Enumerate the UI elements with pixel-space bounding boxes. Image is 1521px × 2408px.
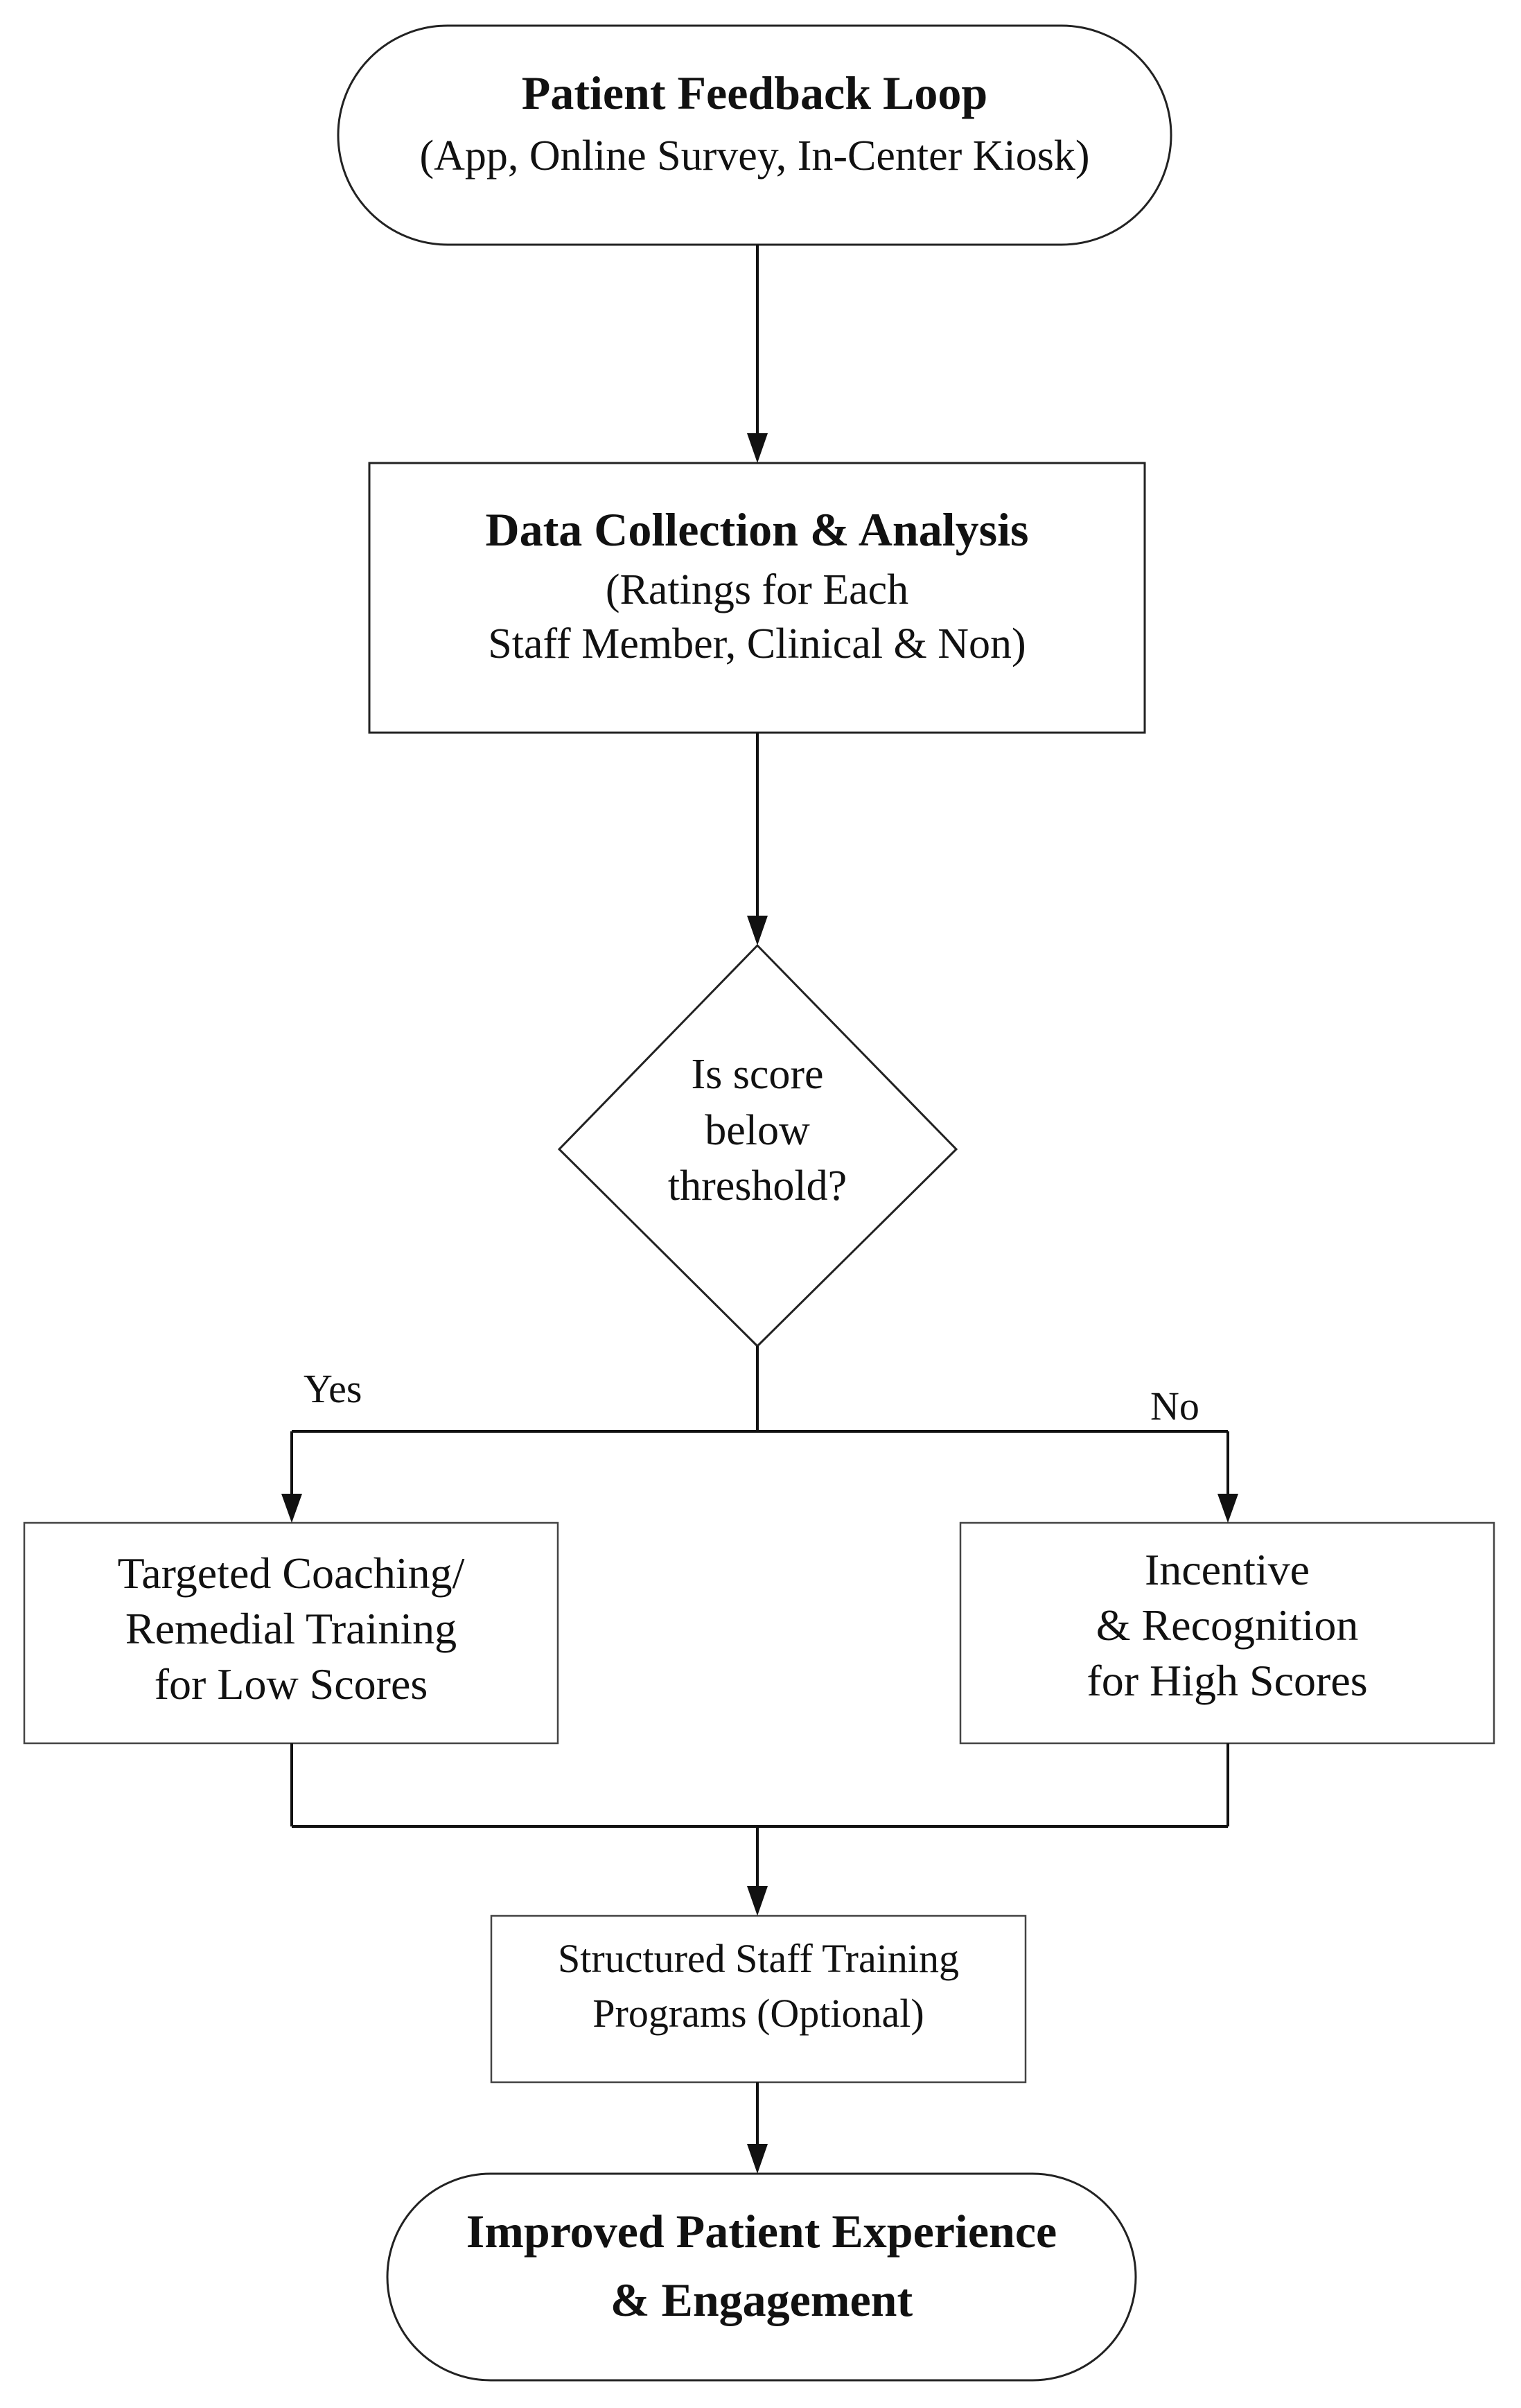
end-line2: & Engagement	[610, 2273, 913, 2326]
training-node-text: Structured Staff Training Programs (Opti…	[491, 1934, 1026, 2039]
data-collection-box	[368, 462, 1146, 734]
decision-node-text: Is score below threshold?	[619, 1047, 896, 1214]
decision-line1: Is score	[691, 1051, 824, 1098]
decision-line2: below	[705, 1106, 810, 1154]
arrowhead-incentive	[1217, 1494, 1238, 1523]
training-line1: Structured Staff Training	[558, 1936, 959, 1981]
incentive-line3: for High Scores	[1087, 1656, 1368, 1705]
start-node-text: Patient Feedback Loop (App, Online Surve…	[338, 64, 1171, 184]
coaching-node-text: Targeted Coaching/ Remedial Training for…	[24, 1546, 558, 1712]
structured-training-box	[490, 1914, 1027, 2084]
arrowhead-decision	[747, 916, 768, 945]
arrowhead-training	[747, 1886, 768, 1916]
collect-title: Data Collection & Analysis	[485, 503, 1029, 556]
arrowhead-end	[747, 2144, 768, 2174]
decision-line3: threshold?	[667, 1162, 847, 1210]
incentive-line1: Incentive	[1144, 1545, 1310, 1594]
start-terminal	[337, 24, 1172, 246]
training-line2: Programs (Optional)	[592, 1990, 924, 2036]
yes-label: Yes	[304, 1366, 362, 1411]
arrowhead-collect	[747, 433, 768, 463]
incentive-box	[959, 1521, 1495, 1745]
incentive-node-text: Incentive & Recognition for High Scores	[960, 1542, 1494, 1709]
incentive-line2: & Recognition	[1096, 1600, 1359, 1650]
collect-line2: (Ratings for Each	[605, 566, 909, 613]
start-title: Patient Feedback Loop	[521, 67, 988, 119]
collect-line3: Staff Member, Clinical & Non)	[488, 620, 1026, 668]
end-terminal	[386, 2172, 1137, 2382]
end-node-text: Improved Patient Experience & Engagement	[387, 2197, 1136, 2334]
arrowhead-coaching	[281, 1494, 302, 1523]
coaching-line1: Targeted Coaching/	[117, 1548, 465, 1598]
end-line1: Improved Patient Experience	[466, 2205, 1057, 2258]
start-subtitle: (App, Online Survey, In-Center Kiosk)	[419, 132, 1090, 180]
collect-node-text: Data Collection & Analysis (Ratings for …	[369, 500, 1145, 671]
coaching-box	[23, 1521, 559, 1745]
coaching-line2: Remedial Training	[125, 1604, 457, 1653]
no-label: No	[1150, 1384, 1199, 1429]
coaching-line3: for Low Scores	[154, 1659, 428, 1709]
